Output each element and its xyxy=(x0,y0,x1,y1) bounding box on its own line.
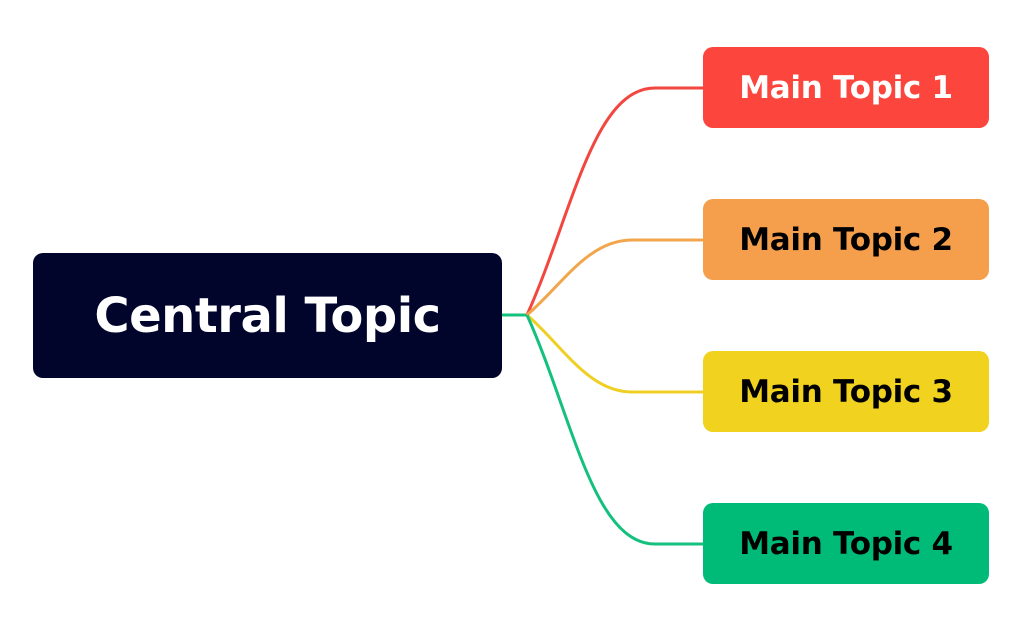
connector-line-main-topic-2 xyxy=(526,238,704,317)
central-topic-node[interactable]: Central Topic xyxy=(33,253,502,378)
main-topic-1-label: Main Topic 1 xyxy=(739,69,953,106)
main-topic-3-node[interactable]: Main Topic 3 xyxy=(703,351,989,432)
main-topic-3-label: Main Topic 3 xyxy=(739,373,953,410)
main-topic-1-node[interactable]: Main Topic 1 xyxy=(703,47,989,128)
connector-line-main-topic-3 xyxy=(526,313,704,394)
main-topic-2-label: Main Topic 2 xyxy=(739,221,953,258)
main-topic-4-label: Main Topic 4 xyxy=(739,525,953,562)
main-topic-2-node[interactable]: Main Topic 2 xyxy=(703,199,989,280)
connector-line-main-topic-4 xyxy=(525,314,704,546)
central-topic-label: Central Topic xyxy=(94,287,441,344)
main-topic-4-node[interactable]: Main Topic 4 xyxy=(703,503,989,584)
connector-line-main-topic-1 xyxy=(525,86,704,316)
